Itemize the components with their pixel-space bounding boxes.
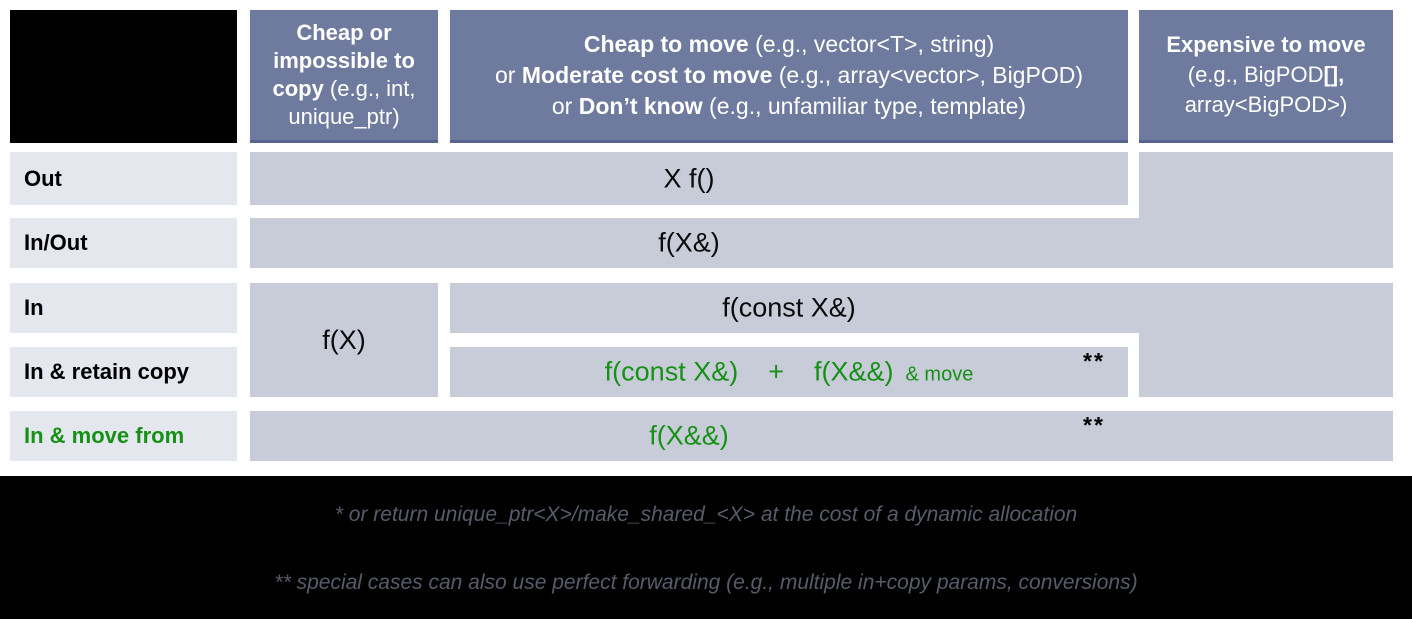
code-part: f(const X&) — [604, 356, 739, 387]
header-line: Cheap to move (e.g., vector<T>, string) — [583, 30, 995, 57]
row-label-in: In — [10, 283, 237, 333]
footnotes-panel: * or return unique_ptr<X>/make_shared_<X… — [0, 476, 1412, 619]
footnote-1: * or return unique_ptr<X>/make_shared_<X… — [334, 503, 1078, 526]
header-line: array<BigPOD>) — [1184, 92, 1348, 117]
code-text: X f() — [663, 163, 715, 193]
and-move-suffix: & move — [905, 363, 974, 386]
code-part: f(X&&) — [814, 356, 894, 387]
corner-box — [10, 10, 237, 143]
cell-out-return-by-value: X f() — [250, 152, 1128, 205]
code-text: f(const X&) — [722, 292, 856, 323]
plus-sign: + — [768, 356, 784, 387]
header-line: or Moderate cost to move (e.g., array<ve… — [495, 61, 1083, 88]
code-text: f(X&&) — [649, 420, 729, 451]
cell-in-move-from: f(X&&) ** — [250, 411, 1393, 461]
col-header-cheap-move: Cheap to move (e.g., vector<T>, string) … — [450, 10, 1128, 143]
row-label-in-retain-copy: In & retain copy — [10, 347, 237, 397]
cell-in-retain-copy: f(const X&) + f(X&&) & move ** — [450, 347, 1128, 397]
code-text: f(X) — [322, 324, 366, 355]
cell-in-right-extension — [1139, 283, 1393, 397]
cell-in-by-value: f(X) — [250, 283, 438, 397]
header-line: (e.g., BigPOD[], — [1187, 62, 1345, 87]
cell-inout-ref: f(X&) — [250, 218, 1393, 268]
row-label-inout: In/Out — [10, 218, 237, 268]
col-header-cheap-copy: Cheap or impossible to copy (e.g., int, … — [250, 10, 438, 143]
footnote-marker: ** — [1083, 348, 1105, 374]
row-label-in-move-from: In & move from — [10, 411, 237, 461]
header-line: Expensive to move — [1166, 32, 1366, 57]
col-header-expensive-move: Expensive to move (e.g., BigPOD[], array… — [1139, 10, 1393, 143]
code-text: f(const X&) + f(X&&) & move — [450, 357, 1128, 388]
code-text: f(X&) — [658, 227, 720, 258]
row-label-out: Out — [10, 152, 237, 205]
header-line: or Don’t know (e.g., unfamiliar type, te… — [551, 92, 1027, 119]
footnote-2: ** special cases can also use perfect fo… — [274, 571, 1138, 594]
footnote-marker: ** — [1083, 412, 1105, 438]
header-line: Cheap or impossible to copy (e.g., int, … — [272, 20, 416, 129]
